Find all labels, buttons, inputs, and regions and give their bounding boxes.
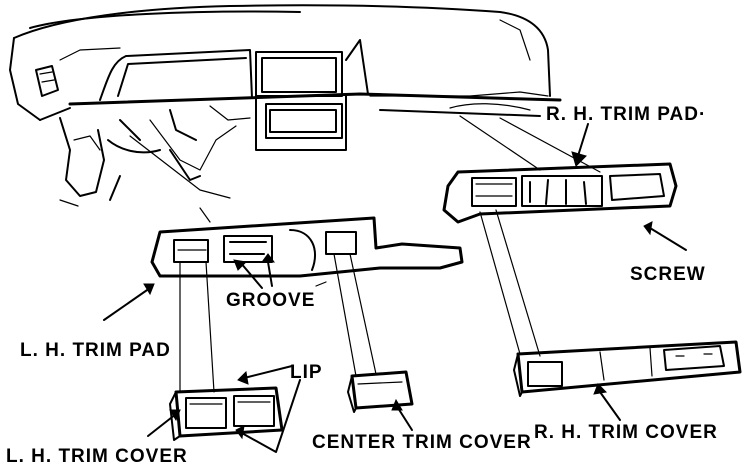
lh-trim-pad-label: L. H. TRIM PAD	[20, 340, 171, 361]
rh-trim-cover	[513, 340, 742, 397]
lip-arrows	[235, 365, 301, 453]
instrument-panel	[9, 4, 562, 207]
rh-trim-cover-label: R. H. TRIM COVER	[534, 422, 718, 443]
center-trim-cover	[347, 370, 414, 413]
groove-label: GROOVE	[226, 290, 315, 311]
lh-trim-cover-arrow	[147, 409, 181, 437]
guide-lines	[129, 115, 601, 393]
center-trim-cover-arrow	[391, 398, 413, 431]
rh-trim-cover-arrow	[593, 383, 621, 421]
center-trim-cover-label: CENTER TRIM COVER	[312, 432, 532, 453]
lh-trim-pad-arrow	[103, 283, 155, 321]
lip-label: LIP	[290, 362, 323, 383]
lh-trim-pad	[150, 216, 464, 278]
rh-trim-pad	[442, 162, 678, 224]
groove-arrows	[233, 253, 327, 289]
rh-trim-pad-label: R. H. TRIM PAD·	[546, 104, 706, 125]
lh-trim-cover-label: L. H. TRIM COVER	[6, 446, 188, 466]
lh-trim-cover	[169, 386, 284, 441]
screw-arrow	[643, 221, 687, 251]
screw-label: SCREW	[630, 264, 706, 285]
rh-trim-pad-arrow	[571, 123, 589, 167]
